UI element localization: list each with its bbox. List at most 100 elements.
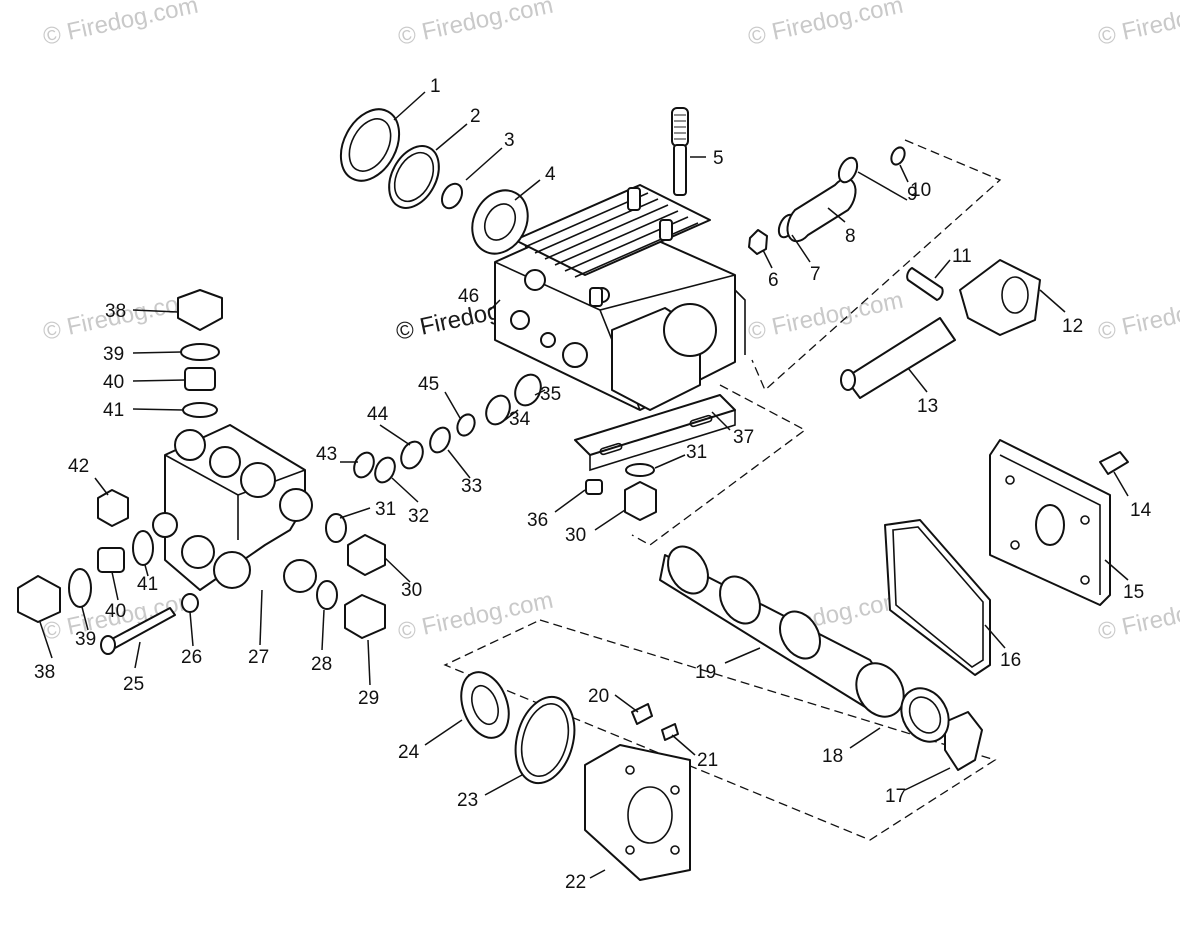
callout-43: 43 — [316, 444, 337, 465]
nut-6 — [748, 229, 768, 255]
callout-23: 23 — [457, 790, 478, 811]
plug-42 — [97, 489, 129, 527]
ring-33 — [429, 426, 451, 454]
rod-parts — [840, 259, 1041, 399]
oil-cap-1 — [339, 108, 401, 182]
callout-41-top: 41 — [103, 400, 124, 421]
plunger-rod-13 — [844, 317, 956, 399]
oring-31-center — [625, 463, 655, 477]
seal-35 — [514, 373, 542, 407]
callout-36: 36 — [527, 510, 548, 531]
watermark: © Firedog.com — [746, 0, 906, 51]
callout-10: 10 — [910, 180, 931, 201]
callout-34: 34 — [509, 409, 531, 430]
oring-43 — [353, 451, 375, 479]
callout-2: 2 — [470, 106, 481, 127]
callout-3: 3 — [504, 130, 515, 151]
callout-1: 1 — [430, 76, 441, 97]
callout-28: 28 — [311, 654, 332, 675]
callout-35: 35 — [540, 384, 561, 405]
callout-42: 42 — [68, 456, 89, 477]
valve-stack — [353, 373, 542, 484]
valve-40-left — [97, 547, 125, 573]
oring-28 — [316, 580, 338, 610]
callout-40-top: 40 — [103, 372, 124, 393]
crankshaft-assembly-guide — [443, 619, 997, 841]
oring-39-left — [68, 568, 92, 608]
callout-39-left: 39 — [75, 629, 96, 650]
oring-2 — [388, 145, 440, 209]
ring-32 — [374, 456, 396, 484]
callout-4: 4 — [545, 164, 556, 185]
callout-38-top: 38 — [105, 301, 126, 322]
callout-44: 44 — [367, 404, 389, 425]
callout-14: 14 — [1130, 500, 1152, 521]
gasket-16 — [884, 519, 991, 676]
crankshaft-parts — [659, 545, 950, 743]
bottom-parts — [460, 671, 691, 881]
breather-36 — [585, 479, 603, 495]
rod-assembly-guide — [751, 139, 1002, 392]
callout-37: 37 — [733, 427, 754, 448]
callout-16: 16 — [1000, 650, 1021, 671]
callout-41-left: 41 — [137, 574, 158, 595]
flange-22 — [584, 744, 691, 881]
callout-26: 26 — [181, 647, 202, 668]
callout-24: 24 — [398, 742, 420, 763]
crankcase-plate-guide — [631, 384, 807, 546]
oring-41-left — [132, 530, 154, 566]
bearing-4 — [471, 189, 529, 255]
callout-18: 18 — [822, 746, 843, 767]
bearing-18 — [900, 687, 950, 743]
left-fittings — [17, 289, 386, 655]
screw-20 — [631, 703, 653, 725]
callout-9: 9 — [907, 184, 918, 205]
leader-lines — [39, 91, 1129, 879]
oring-39-top — [180, 343, 220, 361]
plug-30-center — [624, 481, 657, 521]
center-plate-parts — [574, 394, 736, 521]
callout-7: 7 — [810, 264, 821, 285]
watermark: © Firedog.com — [396, 0, 556, 51]
seal-3 — [440, 182, 464, 210]
callout-40-left: 40 — [105, 601, 126, 622]
callout-12: 12 — [1062, 316, 1083, 337]
callout-17: 17 — [885, 786, 906, 807]
plug-30-left — [347, 534, 386, 576]
assembly-guides — [443, 139, 1002, 841]
valve-40-top — [184, 367, 216, 391]
callout-6: 6 — [768, 270, 779, 291]
seal-34 — [485, 394, 511, 426]
pin-11 — [906, 267, 944, 301]
callout-13: 13 — [917, 396, 938, 417]
callout-39-top: 39 — [103, 344, 124, 365]
watermark: © Firedog.com — [746, 287, 906, 346]
callout-22: 22 — [565, 872, 586, 893]
watermark: © Firedog.com — [41, 0, 201, 51]
watermark: © Firedog.com — [1096, 0, 1180, 51]
callout-30-center: 30 — [565, 525, 586, 546]
callout-15: 15 — [1123, 582, 1144, 603]
callout-19: 19 — [695, 662, 716, 683]
callout-25: 25 — [123, 674, 144, 695]
callout-32: 32 — [408, 506, 429, 527]
callout-31-left: 31 — [375, 499, 396, 520]
crankcase — [494, 184, 746, 411]
washer-9 — [837, 156, 859, 184]
callout-5: 5 — [713, 148, 724, 169]
callout-38-left: 38 — [34, 662, 55, 683]
oring-41-top — [182, 402, 218, 418]
washer-26 — [181, 593, 199, 613]
callout-31-center: 31 — [686, 442, 707, 463]
gasket-17 — [944, 711, 983, 771]
bearing-24 — [460, 671, 510, 739]
manifold — [152, 424, 317, 593]
callout-33: 33 — [461, 476, 482, 497]
oring-45 — [456, 413, 476, 437]
callout-labels: 1 2 3 4 5 6 7 8 9 10 11 12 13 14 15 16 1… — [34, 76, 1152, 893]
rear-cover-parts — [884, 439, 1129, 771]
plug-38-left — [17, 575, 61, 623]
callout-46: 46 — [458, 286, 479, 307]
watermark: © Firedog.com — [1096, 287, 1180, 346]
